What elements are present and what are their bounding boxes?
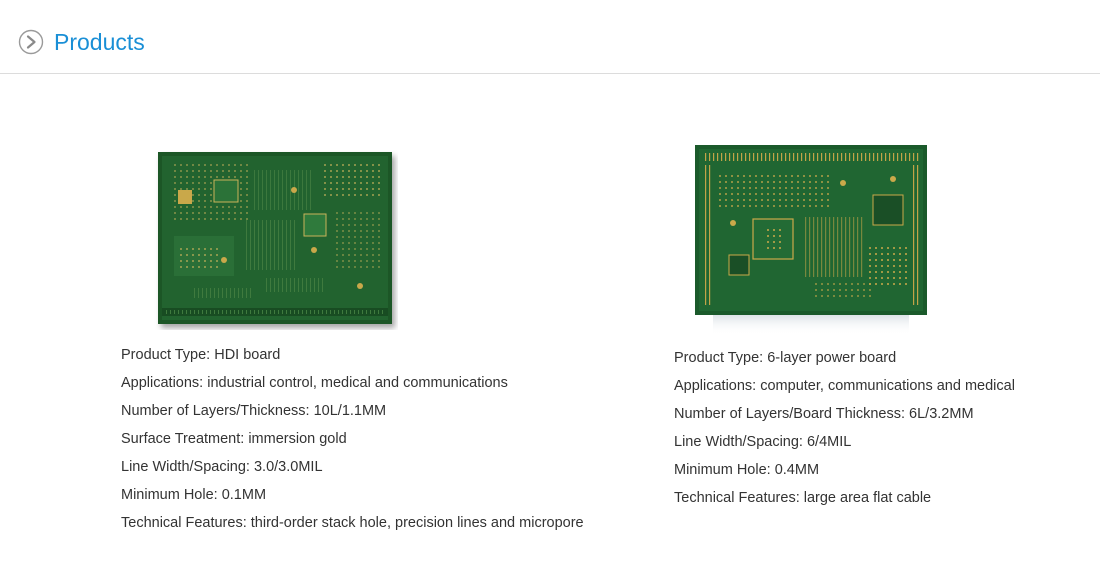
section-title: Products bbox=[54, 29, 145, 55]
spec-product-type: Product Type: 6-layer power board bbox=[674, 350, 897, 366]
spec-applications: Applications: computer, communications a… bbox=[674, 378, 1015, 394]
spec-line-width-spacing: Line Width/Spacing: 3.0/3.0MIL bbox=[121, 459, 323, 475]
power-board-image[interactable] bbox=[693, 143, 929, 337]
spec-layers-thickness: Number of Layers/Thickness: 10L/1.1MM bbox=[121, 403, 387, 419]
spec-minimum-hole: Minimum Hole: 0.1MM bbox=[121, 487, 267, 503]
chevron-right-circle-icon[interactable] bbox=[18, 29, 44, 55]
spec-layers-thickness: Number of Layers/Board Thickness: 6L/3.2… bbox=[674, 406, 974, 422]
spec-technical-features: Technical Features: third-order stack ho… bbox=[121, 515, 584, 531]
spec-product-type: Product Type: HDI board bbox=[121, 347, 281, 363]
spec-technical-features: Technical Features: large area flat cabl… bbox=[674, 490, 932, 506]
spec-minimum-hole: Minimum Hole: 0.4MM bbox=[674, 462, 820, 478]
hdi-board-image[interactable] bbox=[154, 150, 398, 330]
product-specs-hdi: Product Type: HDI board Applications: in… bbox=[121, 341, 584, 537]
spec-applications: Applications: industrial control, medica… bbox=[121, 375, 508, 391]
spec-line-width-spacing: Line Width/Spacing: 6/4MIL bbox=[674, 434, 852, 450]
spec-surface-treatment: Surface Treatment: immersion gold bbox=[121, 431, 347, 447]
product-specs-power-board: Product Type: 6-layer power board Applic… bbox=[674, 344, 1015, 512]
section-header: Products bbox=[0, 0, 1100, 74]
